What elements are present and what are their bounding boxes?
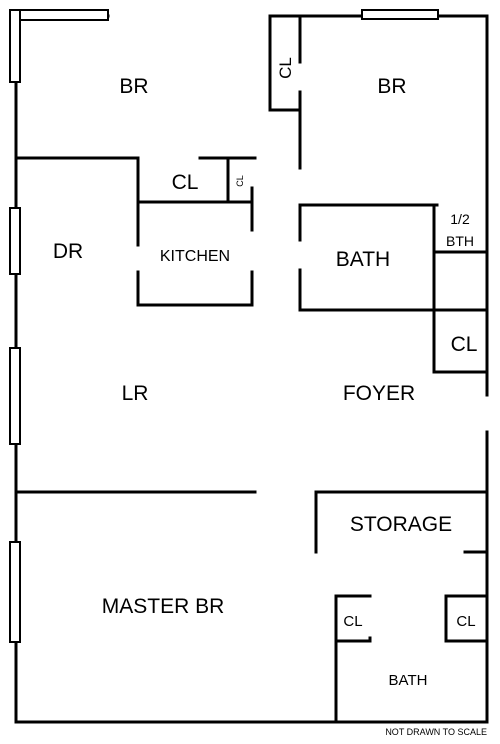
label-bath-master: BATH [389, 672, 428, 689]
label-br-left: BR [119, 75, 148, 98]
window-lr [9, 347, 21, 445]
label-cl-kitchen: CL [172, 171, 199, 194]
scale-note: NOT DRAWN TO SCALE [385, 727, 487, 737]
label-cl-master-right: CL [456, 613, 475, 630]
exterior-walls [14, 14, 489, 724]
label-bath: BATH [336, 248, 390, 271]
window-top-left-vertical [9, 9, 21, 83]
label-foyer: FOYER [343, 382, 415, 405]
label-lr: LR [122, 382, 149, 405]
label-dr: DR [53, 240, 83, 263]
label-cl-master-left: CL [343, 613, 362, 630]
label-half-bath-line2: BTH [446, 233, 474, 249]
label-cl-top: CL [276, 57, 295, 79]
window-top-left-horizontal [9, 9, 109, 21]
label-cl-small: CL [235, 175, 245, 187]
label-storage: STORAGE [350, 513, 452, 536]
room-labels: BR CL BR CL CL DR KITCHEN BATH 1/2 BTH C… [53, 57, 478, 689]
windows [9, 9, 439, 643]
label-br-right: BR [377, 75, 406, 98]
label-kitchen: KITCHEN [160, 248, 230, 265]
label-cl-foyer: CL [451, 333, 478, 356]
window-dr [9, 207, 21, 275]
label-master-br: MASTER BR [102, 595, 225, 618]
window-master [9, 541, 21, 643]
window-top-right [361, 9, 439, 20]
interior-walls [14, 14, 489, 724]
label-half-bath-line1: 1/2 [450, 211, 470, 227]
